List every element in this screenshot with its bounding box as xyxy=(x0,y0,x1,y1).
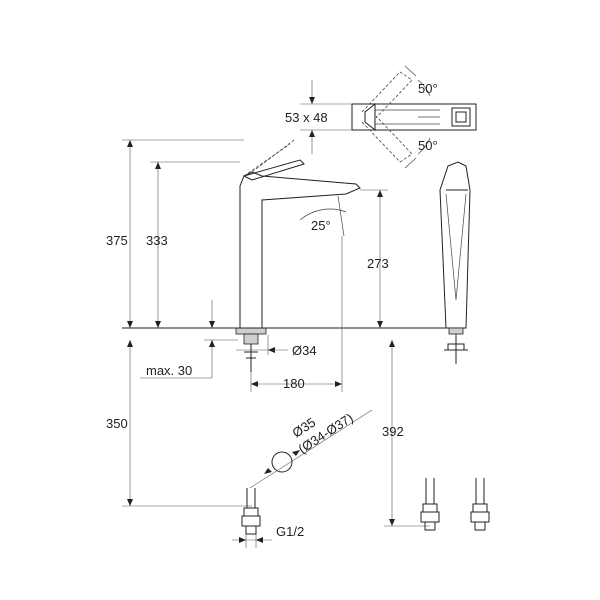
dim-180-arrow-left xyxy=(251,381,258,387)
dim-333-arrow-top xyxy=(155,162,161,169)
dim-273-arrow-top xyxy=(377,190,383,197)
angle-arc-top xyxy=(417,79,431,97)
top-view-body xyxy=(351,103,477,131)
mounting-hole-arrow-2 xyxy=(292,450,300,456)
dim-180-arrow-right xyxy=(335,381,342,387)
dim-350-arrow-top xyxy=(127,340,133,347)
dim-392-label: 392 xyxy=(382,424,404,439)
dim-350-label: 350 xyxy=(106,416,128,431)
spout-angle-label: 25° xyxy=(311,218,331,233)
mounting-nut xyxy=(243,333,259,345)
mounting-plate xyxy=(235,327,267,335)
dim-375-arrow-bottom xyxy=(127,321,133,328)
hole-dim-arrow-top xyxy=(309,97,315,104)
dim-333: 333 xyxy=(146,161,240,328)
hose-connector-front: G1/2 xyxy=(232,488,304,548)
hose-thread xyxy=(245,525,257,535)
dim-392-arrow-top xyxy=(389,340,395,347)
mounting-hole-callout: Ø35 (Ø34-Ø37) xyxy=(249,409,373,489)
lever-rotated-up xyxy=(361,71,413,119)
dim-375-label: 375 xyxy=(106,233,128,248)
lever-down-dim-tick xyxy=(404,157,417,169)
side-view-facet xyxy=(445,193,467,301)
side-hose-2-nut xyxy=(472,503,488,513)
angle-arc-bottom xyxy=(417,137,431,155)
dim-hole-diameter: Ø34 xyxy=(236,335,317,358)
top-view-outlet xyxy=(451,107,471,127)
dim-180-label: 180 xyxy=(283,376,305,391)
dim-273: 273 xyxy=(360,189,389,328)
thread-arrow-right xyxy=(256,537,263,543)
hose-connector-side-2 xyxy=(470,478,490,531)
side-hose-1-nut xyxy=(422,503,438,513)
dim-max30-label: max. 30 xyxy=(146,363,192,378)
hose-connector-side-1 xyxy=(420,478,440,531)
dim-392: 392 xyxy=(382,340,430,527)
mounting-hole-arrow-1 xyxy=(264,468,272,474)
dim-max-30: max. 30 xyxy=(140,300,238,379)
hole-size-label: 53 x 48 xyxy=(285,110,328,125)
front-view: 25° xyxy=(235,139,361,372)
faucet-lever xyxy=(242,159,305,181)
dim-350-arrow-bottom xyxy=(127,499,133,506)
dim-180: 180 xyxy=(250,236,343,392)
lever-rotated-down xyxy=(361,115,413,163)
lever-up-dim-tick xyxy=(404,65,417,77)
dim-375: 375 xyxy=(106,139,244,328)
side-hose-2-thread xyxy=(474,521,486,531)
side-view-plate xyxy=(448,327,464,335)
lever-open-ghost xyxy=(243,143,291,177)
dim-max30-arrow-top xyxy=(209,321,215,328)
hose-nut-body xyxy=(241,515,261,527)
dim-273-label: 273 xyxy=(367,256,389,271)
dim-392-arrow-bottom xyxy=(389,519,395,526)
thread-arrow-left xyxy=(239,537,246,543)
spout-angle-arc xyxy=(299,208,347,221)
angle-top-label: 50° xyxy=(418,81,438,96)
dim-273-arrow-bottom xyxy=(377,321,383,328)
top-view-lever-base xyxy=(364,102,376,132)
thread-label: G1/2 xyxy=(276,524,304,539)
dim-hole-label: Ø34 xyxy=(292,343,317,358)
dim-max30-arrow-bottom xyxy=(209,340,215,347)
dim-333-arrow-bottom xyxy=(155,321,161,328)
side-view-body xyxy=(439,161,471,329)
mounting-hole-circle xyxy=(271,451,293,473)
top-view: 50° 50° 53 x 48 xyxy=(285,65,477,169)
side-hose-2-body xyxy=(470,511,490,523)
spout-flow-line xyxy=(337,195,345,237)
dim-hole-arrow xyxy=(268,347,275,353)
dim-350: 350 xyxy=(106,340,252,507)
hose-nut-top xyxy=(243,507,259,517)
side-view-nut xyxy=(447,343,465,351)
lever-open-ghost-2 xyxy=(251,139,295,173)
angle-bottom-label: 50° xyxy=(418,138,438,153)
side-hose-1-body xyxy=(420,511,440,523)
dim-375-arrow-top xyxy=(127,140,133,147)
hole-dim-arrow-bottom xyxy=(309,130,315,137)
dim-333-label: 333 xyxy=(146,233,168,248)
side-view xyxy=(439,161,471,364)
top-view-outlet-inner xyxy=(455,111,467,123)
mounting-hole-leader xyxy=(249,409,373,489)
side-hose-1-thread xyxy=(424,521,436,531)
